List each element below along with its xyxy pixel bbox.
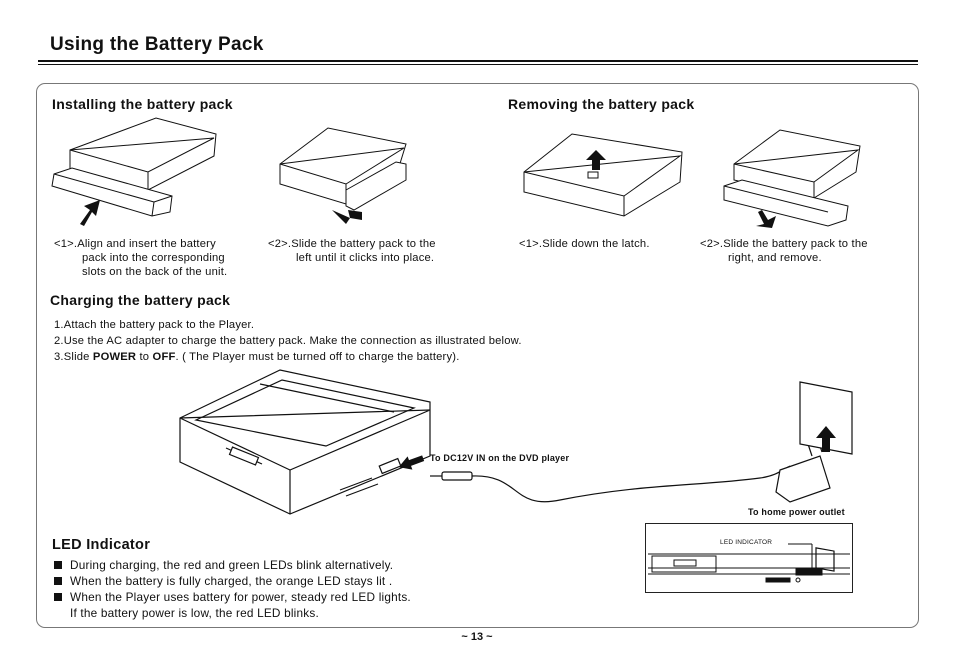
callout-outlet: To home power outlet <box>748 507 845 517</box>
charging-step3-prefix: 3.Slide <box>54 351 93 363</box>
power-label: POWER <box>92 351 137 363</box>
install-step1-line2: pack into the corresponding <box>82 252 225 264</box>
led-bullet-text: When the Player uses battery for power, … <box>70 590 411 604</box>
remove-step1-line1: <1>.Slide down the latch. <box>519 238 650 250</box>
led-heading: LED Indicator <box>52 537 151 553</box>
dvd-player-illustration <box>179 369 431 515</box>
removing-heading: Removing the battery pack <box>508 96 695 112</box>
charging-step3-suffix: . ( The Player must be turned off to cha… <box>175 351 460 363</box>
led-bullet-text: During charging, the red and green LEDs … <box>70 558 394 572</box>
remove-step2-illustration <box>723 129 861 228</box>
remove-step2-line2: right, and remove. <box>728 252 822 264</box>
install-step2-illustration <box>279 127 407 224</box>
remove-step2-line1: <2>.Slide the battery pack to the <box>700 238 868 250</box>
install-step2-line1: <2>.Slide the battery pack to the <box>268 238 436 250</box>
install-step2-caption: <2>.Slide the battery pack to the left u… <box>268 237 488 265</box>
install-step1-line3: slots on the back of the unit. <box>82 266 228 278</box>
install-step1-caption: <1>.Align and insert the battery pack in… <box>54 237 269 279</box>
remove-step1-caption: <1>.Slide down the latch. <box>519 237 699 251</box>
led-bullets: During charging, the red and green LEDs … <box>54 557 614 621</box>
callout-dc-in: To DC12V IN on the DVD player <box>430 453 570 463</box>
led-bullet: During charging, the red and green LEDs … <box>54 557 614 573</box>
charging-heading: Charging the battery pack <box>50 292 231 308</box>
dc-plug-cable <box>430 439 831 503</box>
installing-heading: Installing the battery pack <box>52 96 233 112</box>
content-panel <box>36 83 919 628</box>
install-step1-illustration <box>51 117 217 226</box>
title-rule <box>38 60 918 62</box>
led-indicator-label: LED INDICATOR <box>720 539 773 546</box>
bullet-square-icon <box>54 593 62 601</box>
bullet-square-icon <box>54 561 62 569</box>
title-rule-thin <box>38 64 918 65</box>
remove-step1-illustration <box>523 133 683 217</box>
led-bullet-continuation: If the battery power is low, the red LED… <box>70 606 319 620</box>
led-bullet: When the Player uses battery for power, … <box>54 589 614 605</box>
install-step2-line2: left until it clicks into place. <box>296 252 435 264</box>
led-diagram-drawing <box>648 543 850 583</box>
charging-step3: 3.Slide POWER to OFF. ( The Player must … <box>54 349 754 365</box>
charging-steps: 1.Attach the battery pack to the Player.… <box>54 317 754 365</box>
led-bullet-text: When the battery is fully charged, the o… <box>70 574 393 588</box>
install-step1-line1: <1>.Align and insert the battery <box>54 238 216 250</box>
page-number: ~ 13 ~ <box>461 631 493 643</box>
charging-step2: 2.Use the AC adapter to charge the batte… <box>54 335 522 347</box>
led-diagram: LED INDICATOR <box>645 523 853 593</box>
bullet-square-icon <box>54 577 62 585</box>
off-label: OFF <box>152 351 176 363</box>
charging-step3-mid: to <box>136 351 153 363</box>
charging-step1: 1.Attach the battery pack to the Player. <box>54 319 255 331</box>
led-bullet: When the battery is fully charged, the o… <box>54 573 614 589</box>
remove-step2-caption: <2>.Slide the battery pack to the right,… <box>700 237 910 265</box>
page-title: Using the Battery Pack <box>50 34 264 55</box>
